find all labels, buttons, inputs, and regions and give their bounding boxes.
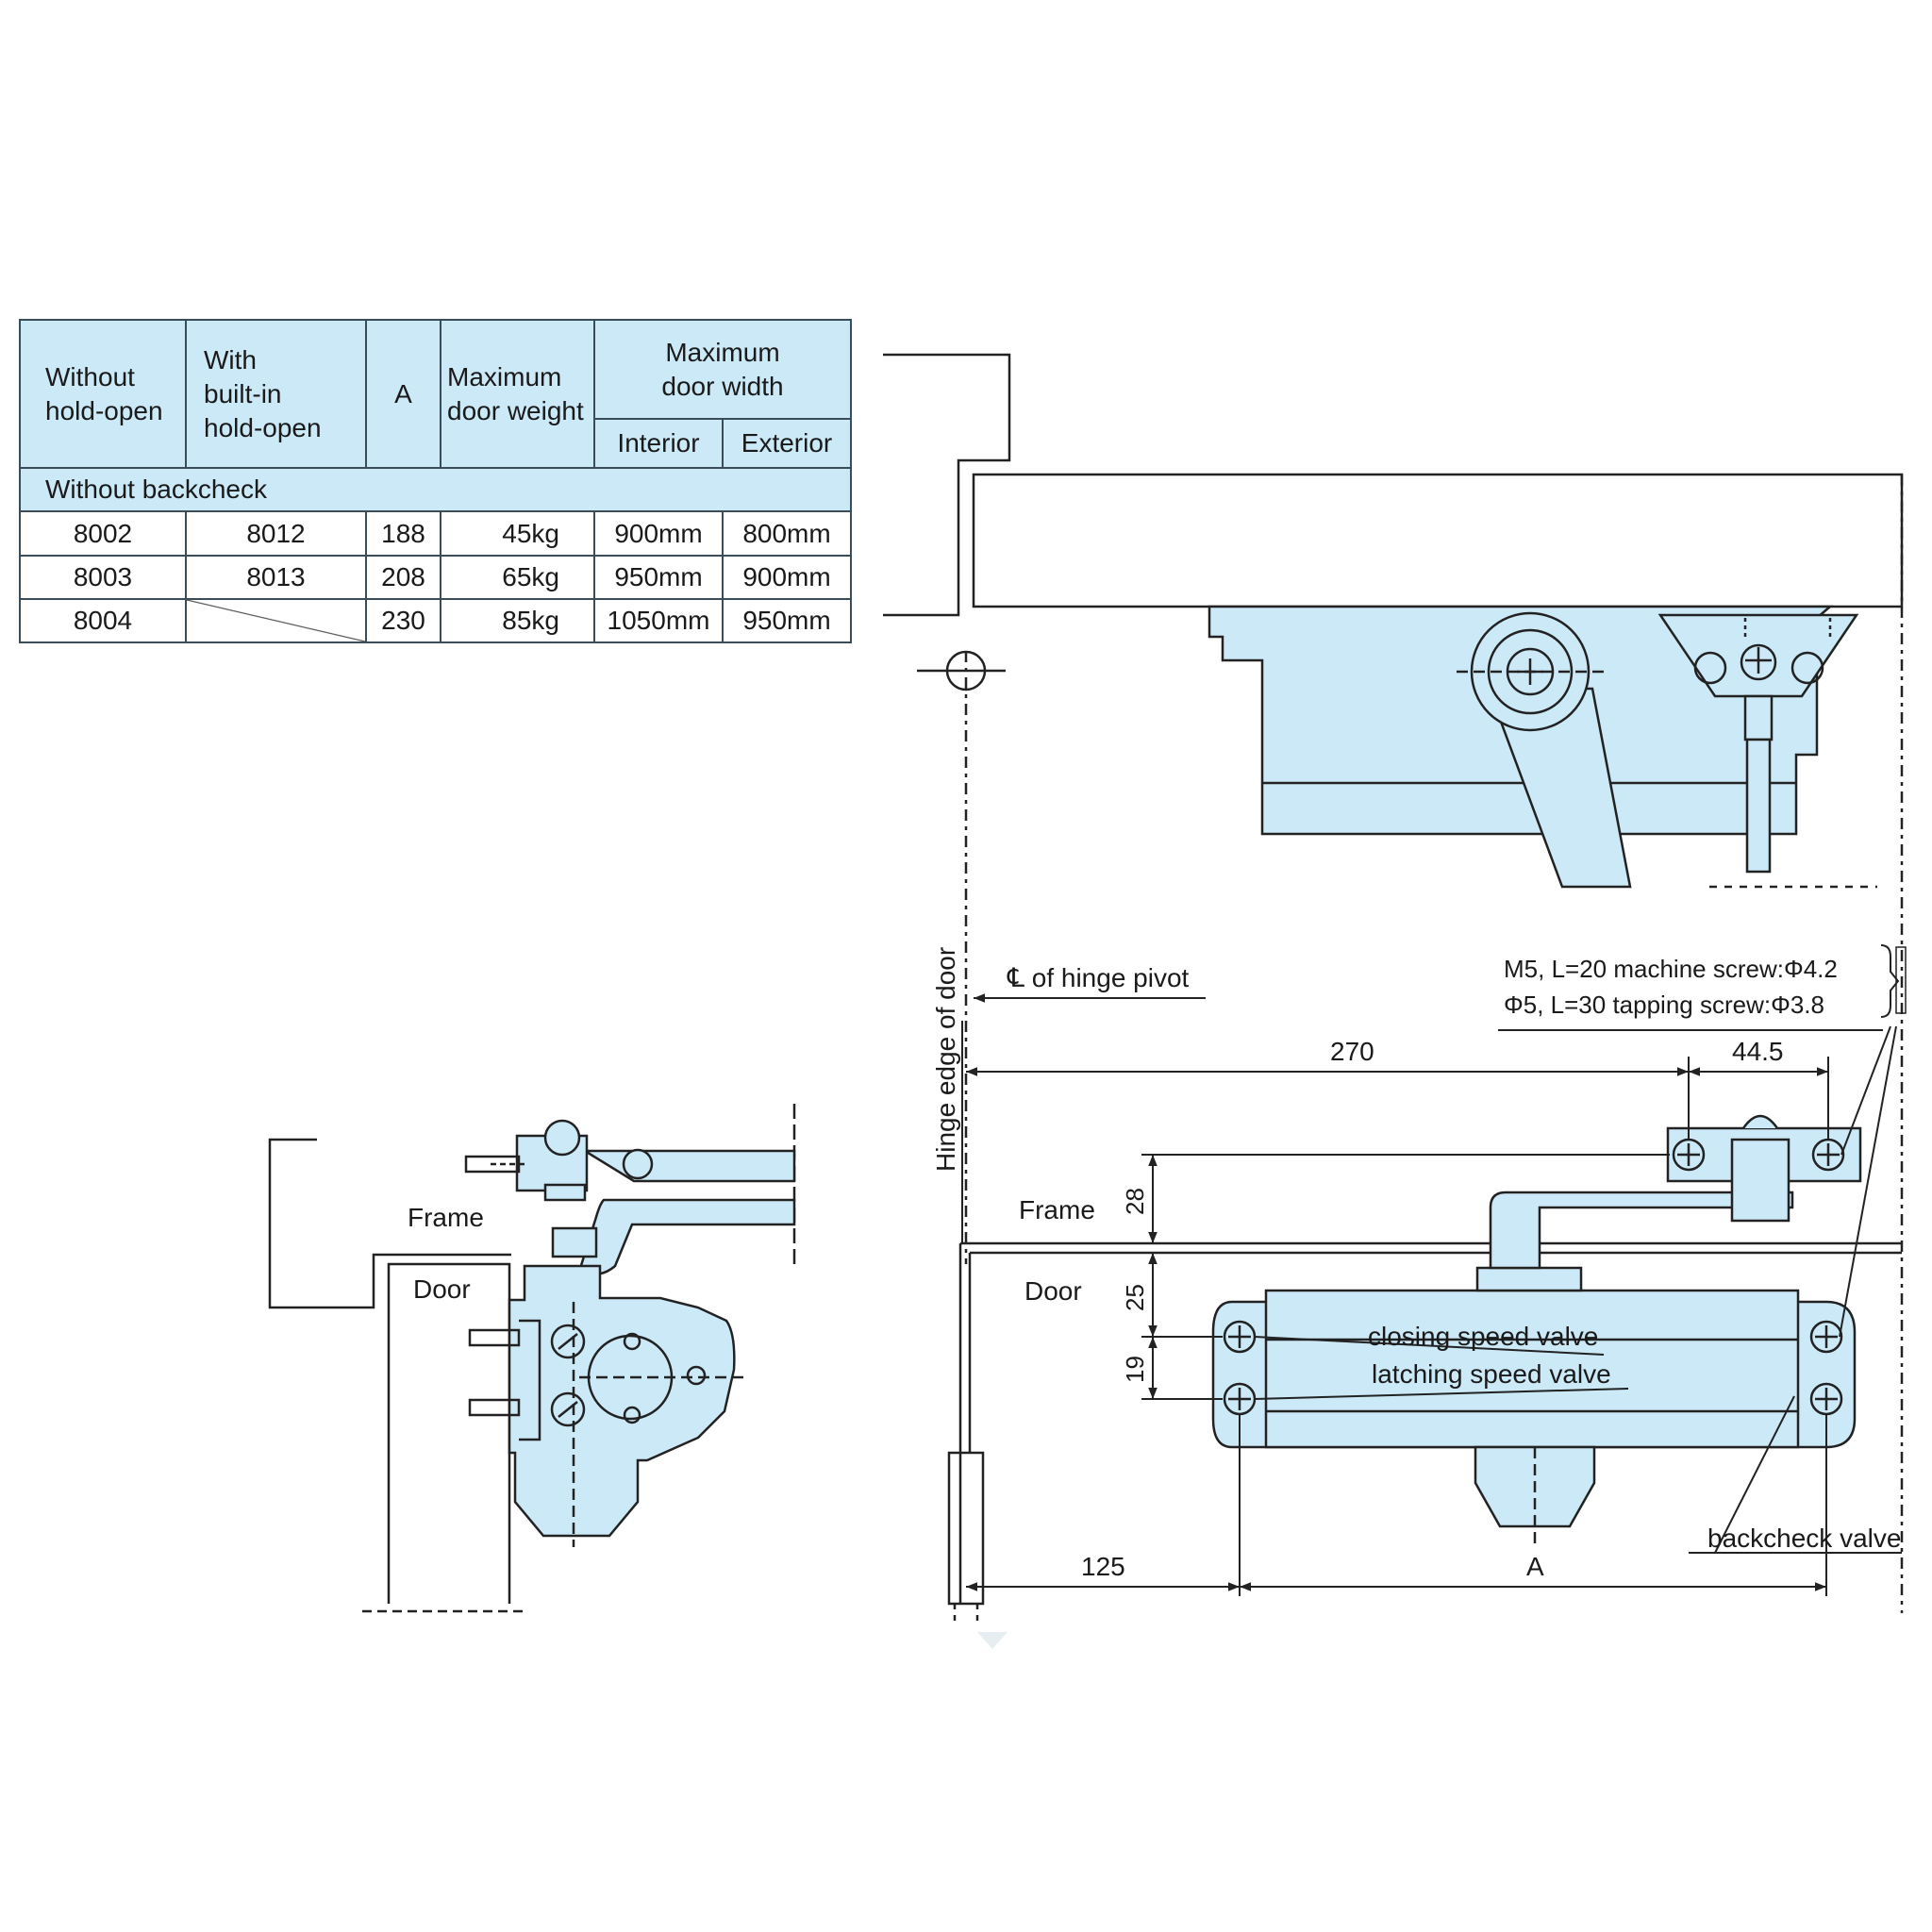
cell-exterior: 900mm — [722, 555, 852, 600]
header-max-door-width: Maximum door width — [593, 319, 852, 420]
screw-spec-machine: M5, L=20 machine screw:Φ4.2 — [1504, 955, 1838, 983]
header-text: With — [204, 344, 257, 375]
frame-label: Frame — [408, 1203, 484, 1232]
cell-with-not-available — [185, 598, 367, 643]
header-with-hold-open: With built-in hold-open — [185, 319, 367, 469]
header-text: A — [394, 378, 412, 408]
latching-valve-label: latching speed valve — [1372, 1359, 1611, 1389]
dim-19-label: 19 — [1121, 1356, 1149, 1383]
frame-side — [268, 1138, 511, 1309]
backcheck-valve-label: backcheck valve — [1707, 1524, 1901, 1553]
closer-body-side — [508, 1264, 736, 1538]
header-text: Maximum — [665, 337, 780, 367]
header-text: door width — [661, 371, 784, 401]
cell-interior: 900mm — [593, 510, 724, 557]
dim-25-label: 25 — [1121, 1284, 1149, 1311]
cell-without: 8004 — [19, 598, 187, 643]
frame-outline — [883, 353, 1011, 617]
header-text: hold-open — [204, 412, 322, 442]
cell-interior: 1050mm — [593, 598, 724, 643]
table-row: 8004 230 85kg 1050mm 950mm — [19, 598, 852, 643]
door-side — [387, 1262, 511, 1604]
door-label: Door — [413, 1274, 471, 1304]
side-view — [268, 1104, 796, 1613]
hinge-pivot-label: ℄ of hinge pivot — [1007, 963, 1190, 992]
table-row: 8003 8013 208 65kg 950mm 900mm — [19, 555, 852, 600]
top-view — [883, 353, 1904, 1613]
cell-a: 230 — [365, 598, 441, 643]
header-text: hold-open — [45, 395, 163, 425]
cell-with: 8013 — [185, 555, 367, 600]
header-without-hold-open: Without hold-open — [19, 319, 187, 469]
door-panel — [972, 473, 1904, 608]
table-row: 8002 8012 188 45kg 900mm 800mm — [19, 510, 852, 557]
frame-label: Frame — [1019, 1195, 1095, 1224]
header-a: A — [365, 319, 441, 469]
header-text: built-in — [204, 378, 282, 408]
cell-exterior: 800mm — [722, 510, 852, 557]
cell-without: 8003 — [19, 555, 187, 600]
dim-125-label: 125 — [1081, 1552, 1125, 1581]
plan-view — [947, 944, 1907, 1649]
dim-28-label: 28 — [1121, 1188, 1149, 1215]
cell-interior: 950mm — [593, 555, 724, 600]
door-label: Door — [1024, 1276, 1082, 1306]
cell-a: 188 — [365, 510, 441, 557]
screw-spec-tapping: Φ5, L=30 tapping screw:Φ3.8 — [1504, 991, 1824, 1019]
cell-weight: 85kg — [440, 598, 595, 643]
dim-44-5-label: 44.5 — [1732, 1037, 1784, 1066]
header-text: Without — [45, 361, 135, 391]
header-max-door-weight: Maximum door weight — [440, 319, 595, 469]
cell-without: 8002 — [19, 510, 187, 557]
cell-exterior: 950mm — [722, 598, 852, 643]
header-text: door weight — [447, 395, 584, 425]
header-exterior: Exterior — [722, 418, 852, 469]
group-label: Without backcheck — [19, 467, 852, 512]
header-text: Maximum — [447, 361, 562, 391]
hinge-edge-label: Hinge edge of door — [931, 947, 960, 1172]
dim-a-label: A — [1526, 1552, 1544, 1581]
cell-weight: 45kg — [440, 510, 595, 557]
dim-270-label: 270 — [1330, 1037, 1374, 1066]
spec-table: Without hold-open With built-in hold-ope… — [19, 319, 852, 643]
closing-valve-label: closing speed valve — [1368, 1322, 1598, 1351]
cell-a: 208 — [365, 555, 441, 600]
cell-weight: 65kg — [440, 555, 595, 600]
header-interior: Interior — [593, 418, 724, 469]
cell-with: 8012 — [185, 510, 367, 557]
